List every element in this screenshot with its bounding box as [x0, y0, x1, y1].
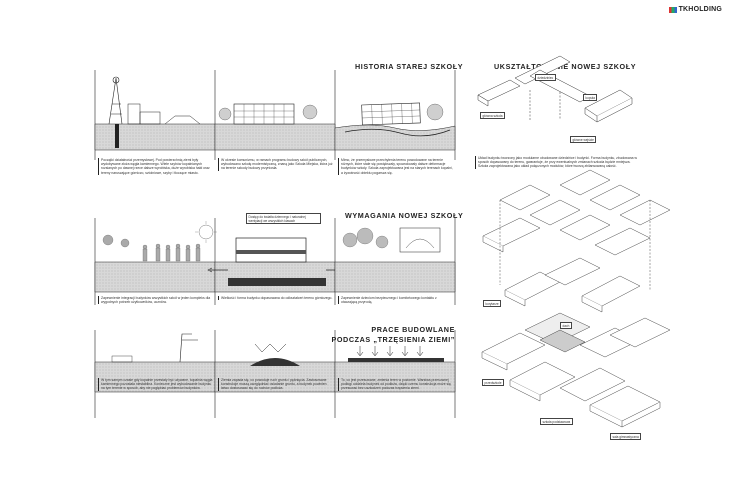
caption-requirements-1: Zapewnienie integracji budynków wszystki…	[98, 296, 213, 305]
title-shaping: UKSZTAŁTOWANIE NOWEJ SZKOŁY	[494, 62, 637, 71]
shaping-label-2: główna szkoła	[480, 112, 506, 119]
shaping-label-1: dziedziniec	[535, 74, 556, 81]
construction-strip	[94, 330, 456, 418]
axon-grid	[482, 169, 671, 313]
caption-history-2: W okresie komunizmu, w ramach programu b…	[218, 158, 333, 171]
caption-construction-1: W tym samym czasie gdy kopalnie przestał…	[98, 378, 213, 391]
axon-label-2: sala gimnastyczna	[610, 433, 642, 440]
caption-construction-3: To, co jest przesuwane, zmienia teren w …	[338, 378, 453, 391]
requirements-note: Dostęp do światła dziennego i naturalnej…	[246, 213, 321, 224]
caption-shaping: Układ budynku tworzony jako modularne ob…	[475, 156, 638, 169]
axon-label-3: szkoła podstawowa	[540, 418, 573, 425]
caption-requirements-3: Zapewnienie dzieciom bezpiecznego i komf…	[338, 296, 453, 305]
axon-label-4: korytarze	[483, 300, 502, 307]
brand-logo: TKHOLDING	[668, 6, 722, 13]
history-strip	[94, 70, 456, 160]
title-history: HISTORIA STAREJ SZKOŁY	[355, 62, 464, 71]
requirements-strip	[94, 218, 456, 305]
logo-mark-icon	[668, 6, 677, 13]
title-construction: PRACE BUDOWLANE PODCZAS „TRZĘSIENIA ZIEM…	[331, 325, 455, 344]
axon-label-1: przedszkole	[482, 379, 505, 386]
title-requirements: WYMAGANIA NOWEJ SZKOŁY	[345, 211, 464, 220]
caption-requirements-2: Wielkość i forma budynku dopasowana do o…	[218, 296, 333, 301]
shaping-label-3: kopuła	[583, 94, 598, 101]
axon-label-top: dach	[560, 322, 572, 329]
logo-text: TKHOLDING	[678, 6, 722, 13]
caption-construction-2: Ziemia zapada się, co powoduje ruch grun…	[218, 378, 333, 391]
caption-history-1: Początki działalności przemysłowej. Pod …	[98, 158, 213, 175]
axon-final	[481, 312, 671, 428]
caption-history-3: Mimo, że przemysłowe przechylenia terenu…	[338, 158, 453, 175]
shaping-label-4: główne wejście	[570, 136, 597, 143]
